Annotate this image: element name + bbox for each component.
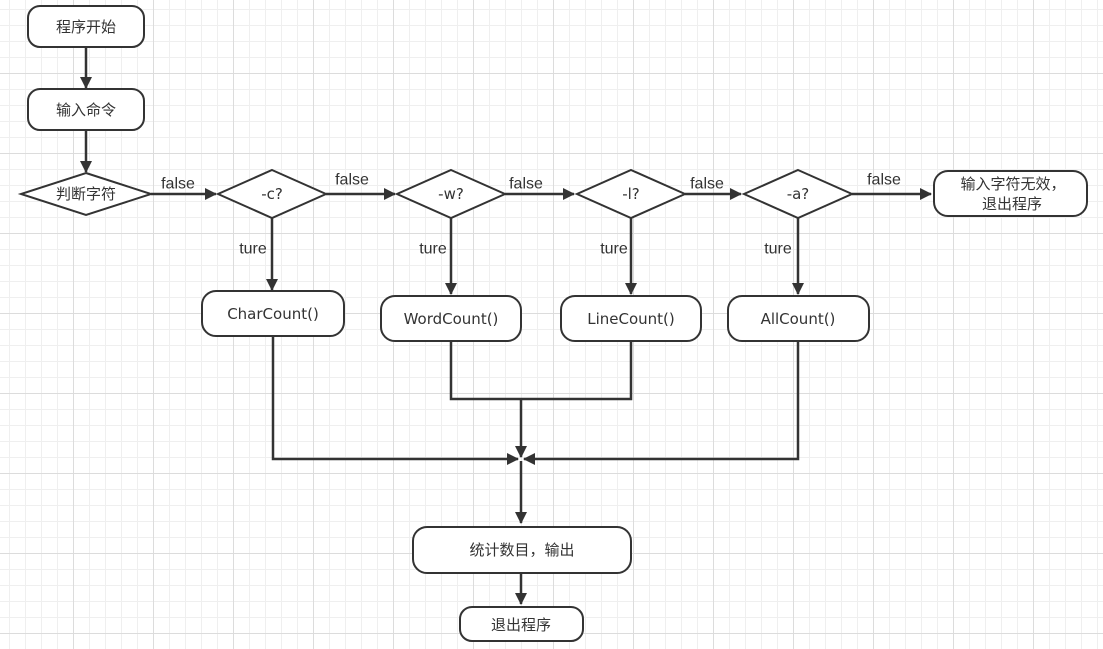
- edge-allcount-to-merge: [523, 341, 800, 465]
- decision-l-label: -l?: [622, 185, 640, 203]
- edge-label-false-w: false: [509, 176, 543, 193]
- edge-label-true-w: ture: [419, 241, 447, 258]
- decision-w: -w?: [394, 168, 508, 220]
- node-allcount-label: AllCount(): [761, 310, 836, 328]
- edge-labels: false false false false false ture ture …: [161, 172, 901, 258]
- node-stats-output: 统计数目，输出: [412, 526, 632, 574]
- node-linecount-label: LineCount(): [587, 310, 675, 328]
- node-invalid-exit-line2: 退出程序: [982, 195, 1042, 213]
- node-charcount-label: CharCount(): [227, 305, 319, 323]
- decision-a-label: -a?: [787, 185, 810, 203]
- decision-w-label: -w?: [438, 185, 464, 203]
- node-invalid-exit-line1: 输入字符无效，: [960, 175, 1065, 193]
- node-linecount: LineCount(): [560, 295, 702, 342]
- edge-label-true-a: ture: [764, 241, 792, 258]
- node-exit: 退出程序: [459, 606, 584, 642]
- edge-charcount-to-merge: [271, 337, 519, 465]
- decision-judge-char-label: 判断字符: [56, 185, 116, 203]
- decision-a: -a?: [741, 168, 855, 220]
- node-wordcount: WordCount(): [380, 295, 522, 342]
- node-start-label: 程序开始: [56, 18, 116, 36]
- node-invalid-exit: 输入字符无效， 退出程序: [933, 170, 1088, 217]
- node-input-command-label: 输入命令: [56, 101, 116, 119]
- edge-label-false-judge: false: [161, 176, 195, 193]
- edge-label-true-c: ture: [239, 241, 267, 258]
- decision-judge-char: 判断字符: [17, 171, 155, 217]
- node-wordcount-label: WordCount(): [404, 310, 499, 328]
- edge-label-false-c: false: [335, 172, 369, 189]
- node-allcount: AllCount(): [727, 295, 870, 342]
- node-exit-label: 退出程序: [491, 616, 551, 634]
- node-stats-output-label: 统计数目，输出: [469, 541, 574, 559]
- edge-label-false-l: false: [690, 176, 724, 193]
- edge-word-line-join: [449, 341, 633, 401]
- decision-l: -l?: [574, 168, 688, 220]
- edges: [80, 48, 932, 605]
- node-charcount: CharCount(): [201, 290, 345, 337]
- node-start: 程序开始: [27, 5, 145, 48]
- decision-c: -c?: [215, 168, 329, 220]
- edge-label-false-a: false: [867, 172, 901, 189]
- node-input-command: 输入命令: [27, 88, 145, 131]
- decision-c-label: -c?: [261, 185, 283, 203]
- edge-label-true-l: ture: [600, 241, 628, 258]
